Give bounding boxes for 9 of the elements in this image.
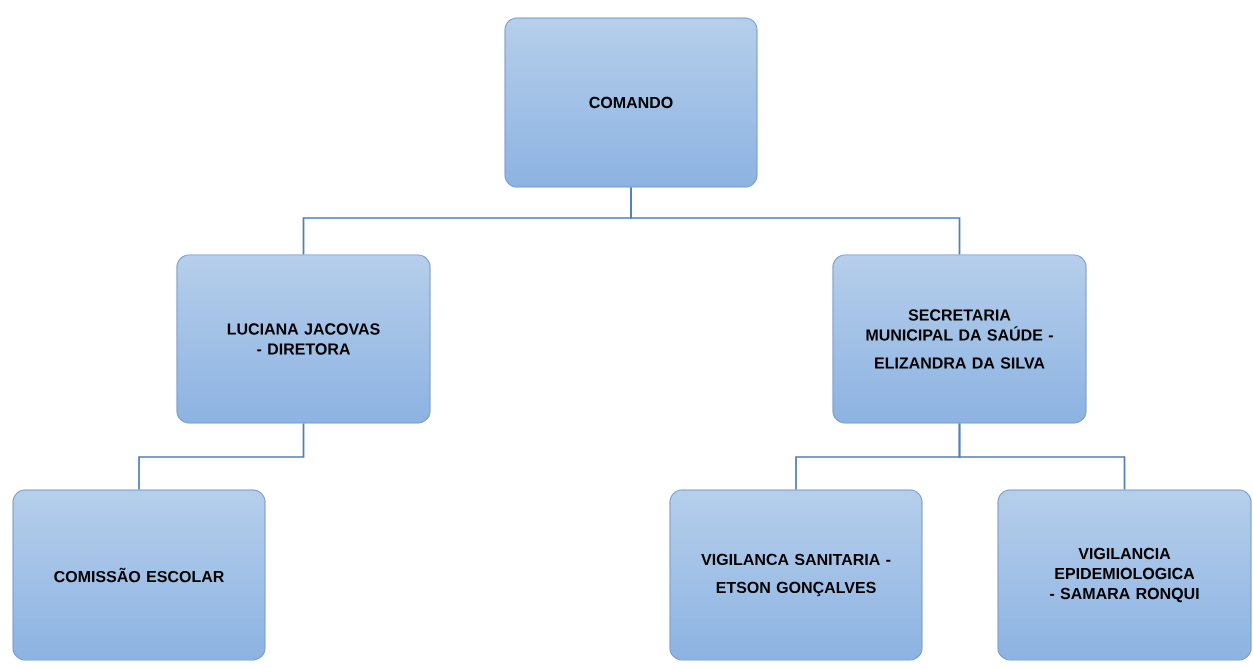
org-box: VIGILANCIA EPIDEMIOLOGICA - SAMARA RONQUI [997, 489, 1252, 661]
connector [138, 422, 305, 491]
org-box: SECRETARIA MUNICIPAL DA SAÚDE - ELIZANDRA DA SILVA [832, 254, 1087, 424]
org-box: LUCIANA JACOVAS - DIRETORA [176, 254, 431, 424]
org-box: COMISSÃO ESCOLAR [12, 489, 266, 661]
connector [958, 422, 1126, 491]
org-box: COMANDO [504, 17, 758, 188]
org-box: VIGILANCA SANITARIA - ETSON GONÇALVES [669, 489, 923, 661]
connector [630, 186, 961, 256]
